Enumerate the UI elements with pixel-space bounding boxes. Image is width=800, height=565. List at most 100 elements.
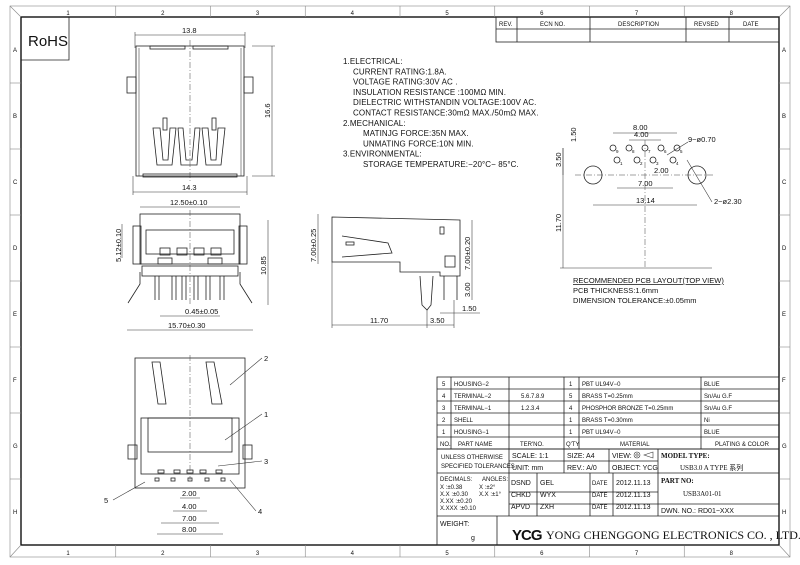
zone-row-label: H [782,510,786,516]
zone-row-label: G [782,444,787,450]
size: SIZE: A4 [567,453,595,460]
dim-side-offset: 1.50 [462,304,477,313]
callout-2: 2 [264,354,268,363]
bom-cell-qty: 4 [569,406,573,412]
angle-x: X :±2° [479,485,496,491]
zone-column-label: 5 [445,11,449,17]
pcb-pin-label: 1 [620,161,623,166]
zone-row-label: D [782,246,787,252]
spec-line: VOLTAGE RATING:30V AC . [353,78,458,87]
approval-date-label: DATE [592,481,608,487]
side-view: 7.00±0.25 7.00±0.20 3.00 1.50 11.70 3.50 [309,214,480,328]
zone-column-label: 1 [66,11,70,17]
zone-column-label: 3 [256,551,260,557]
dim-bottom-7: 7.00 [182,514,197,523]
terminal-pin [173,469,181,474]
dim-pin-width: 0.45±0.05 [185,307,218,316]
dim-bottom-4: 4.00 [182,502,197,511]
rohs-label: RoHS [28,33,68,50]
dim-pcb-top-span: 8.00 [633,123,648,132]
pcb-pin-label: 8 [632,149,635,154]
part-no: USB3A01-01 [683,490,722,498]
company-name: YONG CHENGGONG ELECTRONICS CO. , LTD. [546,528,800,542]
bom-cell-part: TERMINAL−2 [454,394,492,400]
pcb-pin-hole [633,156,641,164]
spec-line: 1.ELECTRICAL: [343,57,403,66]
zone-row-label: G [13,444,18,450]
bom-header-plating: PLATING & COLOR [715,442,770,448]
dim-front-left-height: 5.12±0.10 [114,229,123,262]
zone-column-label: 8 [730,551,734,557]
bom-cell-plating: Sn/Au G.F [704,394,732,400]
pcb-pin-label: 5 [680,149,683,154]
approval-date: 2012.11.13 [616,492,651,499]
bom-header-ter: TER'NO. [520,442,544,448]
part-no-label: PART NO: [661,477,694,485]
bom-cell-qty: 1 [569,382,573,388]
pcb-pin-hole [657,144,665,152]
dim-side-left-height: 7.00±0.25 [309,229,318,262]
revision: REV.: A/0 [567,465,597,472]
title-block: UNLESS OTHERWISE SPECIFIED TOLERANCES DE… [436,448,800,546]
front-view: 12.50±0.10 5.12±0.10 10.85 0.45±0.05 15.… [114,198,269,331]
zone-row-label: B [13,114,17,120]
tolerance-title-2: SPECIFIED TOLERANCES [441,464,515,470]
pcb-pin-hole [649,156,657,164]
view-label: VIEW: [612,453,632,460]
pcb-tolerance: DIMENSION TOLERANCE:±0.05mm [573,296,696,305]
zone-column-label: 4 [351,551,355,557]
zone-column-label: 4 [351,11,355,17]
spec-line: UNMATING FORCE:10N MIN. [363,139,474,148]
bom-cell-plating: BLUE [704,382,720,388]
unit: UNIT: mm [512,465,543,472]
bom-cell-plating: Sn/Au G.F [704,406,732,412]
pcb-pin-label: 6 [664,149,667,154]
dim-front-width: 12.50±0.10 [170,198,207,207]
dim-pcb-row-gap: 1.50 [569,127,578,142]
zone-row-label: C [782,180,787,186]
bom-cell-no: 1 [442,430,446,436]
bom-cell-material: BRASS T=0.30mm [582,418,633,424]
zone-row-label: D [13,246,18,252]
callout-5: 5 [104,496,108,505]
bom-cell-part: HOUSING−2 [454,382,490,388]
spec-line: 3.ENVIRONMENTAL: [343,150,422,159]
zone-column-label: 3 [256,11,260,17]
tol-xxxx: X.XXX :±0.10 [440,506,477,512]
zone-column-label: 6 [540,11,544,17]
spec-line: STORAGE TEMPERATURE:−20°C− 85°C. [363,160,519,169]
zone-column-label: 2 [161,11,165,17]
bom-cell-part: HOUSING−1 [454,430,490,436]
dim-side-length-b: 3.50 [430,316,445,325]
description-header: DESCRIPTION [618,22,659,28]
bom-header-part: PART NAME [458,442,492,448]
zone-row-label: F [782,378,786,384]
callout-3: 3 [264,457,268,466]
weight-unit: g [471,535,475,542]
dim-side-length-a: 11.70 [370,316,388,325]
bom-cell-no: 5 [442,382,446,388]
bom-cell-qty: 1 [569,418,573,424]
ecn-header: ECN NO. [540,22,565,28]
pcb-pin-label: 9 [616,149,619,154]
bom-header-qty: Q'TY [566,442,579,448]
zone-column-label: 7 [635,11,639,17]
date-header: DATE [743,22,759,28]
bom-cell-material: BRASS T=0.25mm [582,394,633,400]
bom-cell-material: PBT UL94V−0 [582,430,621,436]
bom-header-material: MATERIAL [620,442,650,448]
zone-row-label: H [13,510,17,516]
approval-role: DSND [511,480,531,487]
pcb-pin-label: 2 [640,161,643,166]
dim-pcb-pitch: 2.00 [654,166,669,175]
terminal-pin [157,469,165,474]
